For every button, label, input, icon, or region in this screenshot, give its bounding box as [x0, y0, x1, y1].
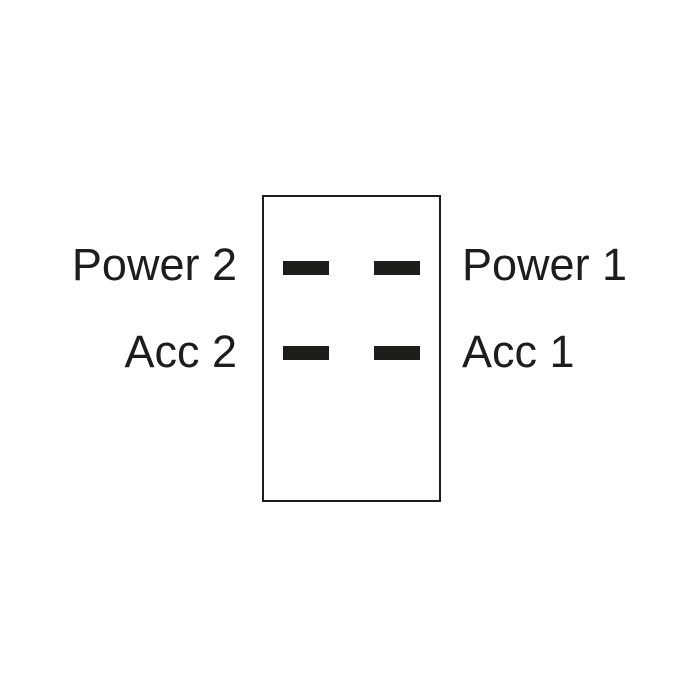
terminal-acc1-icon: [374, 346, 420, 360]
terminal-acc2-icon: [283, 346, 329, 360]
label-acc1: Acc 1: [462, 326, 575, 377]
label-power1: Power 1: [462, 239, 628, 290]
label-acc2: Acc 2: [124, 326, 237, 377]
terminal-power1-icon: [374, 261, 420, 275]
label-power2: Power 2: [71, 239, 237, 290]
terminal-power2-icon: [283, 261, 329, 275]
